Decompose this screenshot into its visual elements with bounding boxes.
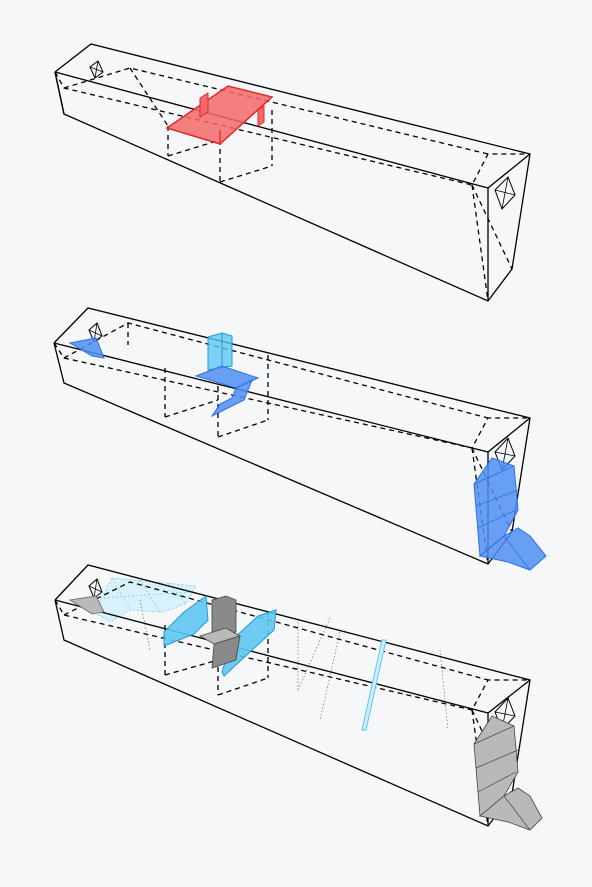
diagram-3-structure: [54, 564, 543, 831]
box-edge: [54, 599, 489, 714]
box-edge: [54, 71, 65, 115]
red-platform: [165, 85, 274, 145]
box-outline: [54, 43, 531, 302]
blue-stair: [473, 457, 547, 571]
box-edge: [487, 417, 531, 453]
box-outline: [53, 307, 531, 565]
blue-ramp: [210, 378, 253, 418]
glazed-roof-panel: [93, 577, 197, 623]
blue-wedge: [68, 337, 105, 359]
hidden-lines: [54, 67, 530, 302]
gray-stair-lines: [473, 725, 531, 831]
blue-landing: [194, 365, 260, 389]
box-edge: [487, 679, 531, 714]
structural-ribs: [139, 599, 449, 731]
gray-stair: [473, 715, 543, 831]
gray-core: [198, 595, 242, 669]
box-edge: [487, 153, 531, 189]
blue-stair-lines: [473, 465, 531, 571]
box-edge: [53, 342, 489, 453]
diagram-1-red-platform: [54, 43, 531, 302]
diagram-2-blue-circulation: [53, 307, 547, 571]
cyan-fin-left: [163, 595, 209, 647]
gray-wedge: [68, 595, 105, 615]
cyan-shaft: [207, 332, 233, 371]
glazed-strip: [361, 639, 387, 731]
